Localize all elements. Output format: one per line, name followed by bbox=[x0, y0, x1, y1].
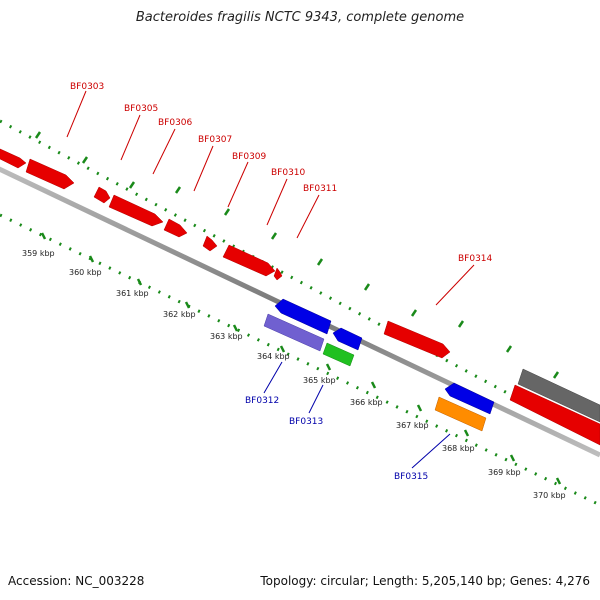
scale-368: 368 kbp bbox=[442, 444, 475, 453]
gene-BF0303-arrow[interactable] bbox=[0, 148, 27, 169]
forward-leader-lines bbox=[66, 90, 475, 306]
scale-365: 365 kbp bbox=[303, 376, 336, 385]
gene-BF0315-arrow[interactable] bbox=[434, 396, 487, 432]
scale-360: 360 kbp bbox=[69, 268, 102, 277]
gene-grey-right[interactable] bbox=[517, 368, 600, 423]
label-BF0306: BF0306 bbox=[158, 118, 193, 128]
label-BF0311: BF0311 bbox=[303, 184, 337, 194]
scale-369: 369 kbp bbox=[488, 468, 521, 477]
gene-BF0315a-arrow[interactable] bbox=[444, 382, 495, 415]
gene-BF0313a-arrow[interactable] bbox=[332, 327, 363, 351]
reverse-genes bbox=[263, 298, 600, 432]
gene-BF0309-arrow[interactable] bbox=[202, 235, 218, 252]
reverse-major-ticks bbox=[40, 232, 562, 485]
gene-BF0305-arrow[interactable] bbox=[93, 186, 111, 204]
gene-BF0311-arrow[interactable] bbox=[273, 267, 283, 281]
gene-BF0307-arrow[interactable] bbox=[163, 218, 188, 238]
label-BF0307: BF0307 bbox=[198, 135, 232, 145]
label-BF0313: BF0313 bbox=[289, 417, 323, 427]
forward-major-ticks bbox=[34, 131, 560, 379]
label-BF0314: BF0314 bbox=[458, 254, 493, 264]
scale-370: 370 kbp bbox=[533, 491, 566, 500]
gene-BF0304-arrow[interactable] bbox=[25, 158, 75, 190]
reverse-leader-lines bbox=[263, 361, 451, 469]
forward-gene-labels: BF0303 BF0305 BF0306 BF0307 BF0309 BF031… bbox=[70, 82, 493, 264]
forward-tick-ring bbox=[0, 119, 596, 442]
reverse-gene-labels: BF0312 BF0313 BF0315 bbox=[245, 396, 428, 482]
gene-BF0306-arrow[interactable] bbox=[108, 194, 164, 227]
topology-label: Topology: circular; Length: 5,205,140 bp… bbox=[260, 574, 590, 588]
label-BF0312: BF0312 bbox=[245, 396, 279, 406]
gene-right-red-arrow[interactable] bbox=[509, 384, 600, 446]
accession-label: Accession: NC_003228 bbox=[8, 574, 145, 588]
scale-366: 366 kbp bbox=[350, 398, 383, 407]
scale-labels: 359 kbp 360 kbp 361 kbp 362 kbp 363 kbp … bbox=[22, 249, 566, 500]
label-BF0303: BF0303 bbox=[70, 82, 104, 92]
gene-BF0314-arrow[interactable] bbox=[383, 320, 451, 359]
gene-BF0310-arrow[interactable] bbox=[222, 244, 276, 277]
map-title: Bacteroides fragilis NCTC 9343, complete… bbox=[135, 10, 465, 25]
scale-362: 362 kbp bbox=[163, 310, 196, 319]
gene-BF0312-arrow[interactable] bbox=[263, 313, 325, 352]
scale-363: 363 kbp bbox=[210, 332, 243, 341]
reverse-tick-ring bbox=[0, 213, 600, 507]
scale-364: 364 kbp bbox=[257, 352, 290, 361]
label-BF0305: BF0305 bbox=[124, 104, 158, 114]
label-BF0309: BF0309 bbox=[232, 152, 267, 162]
gene-BF0312a-arrow[interactable] bbox=[274, 298, 332, 335]
scale-361: 361 kbp bbox=[116, 289, 149, 298]
label-BF0310: BF0310 bbox=[271, 168, 306, 178]
forward-genes bbox=[0, 148, 600, 446]
scale-359: 359 kbp bbox=[22, 249, 55, 258]
scale-367: 367 kbp bbox=[396, 421, 429, 430]
gene-BF0313-arrow[interactable] bbox=[322, 342, 355, 367]
label-BF0315: BF0315 bbox=[394, 472, 428, 482]
